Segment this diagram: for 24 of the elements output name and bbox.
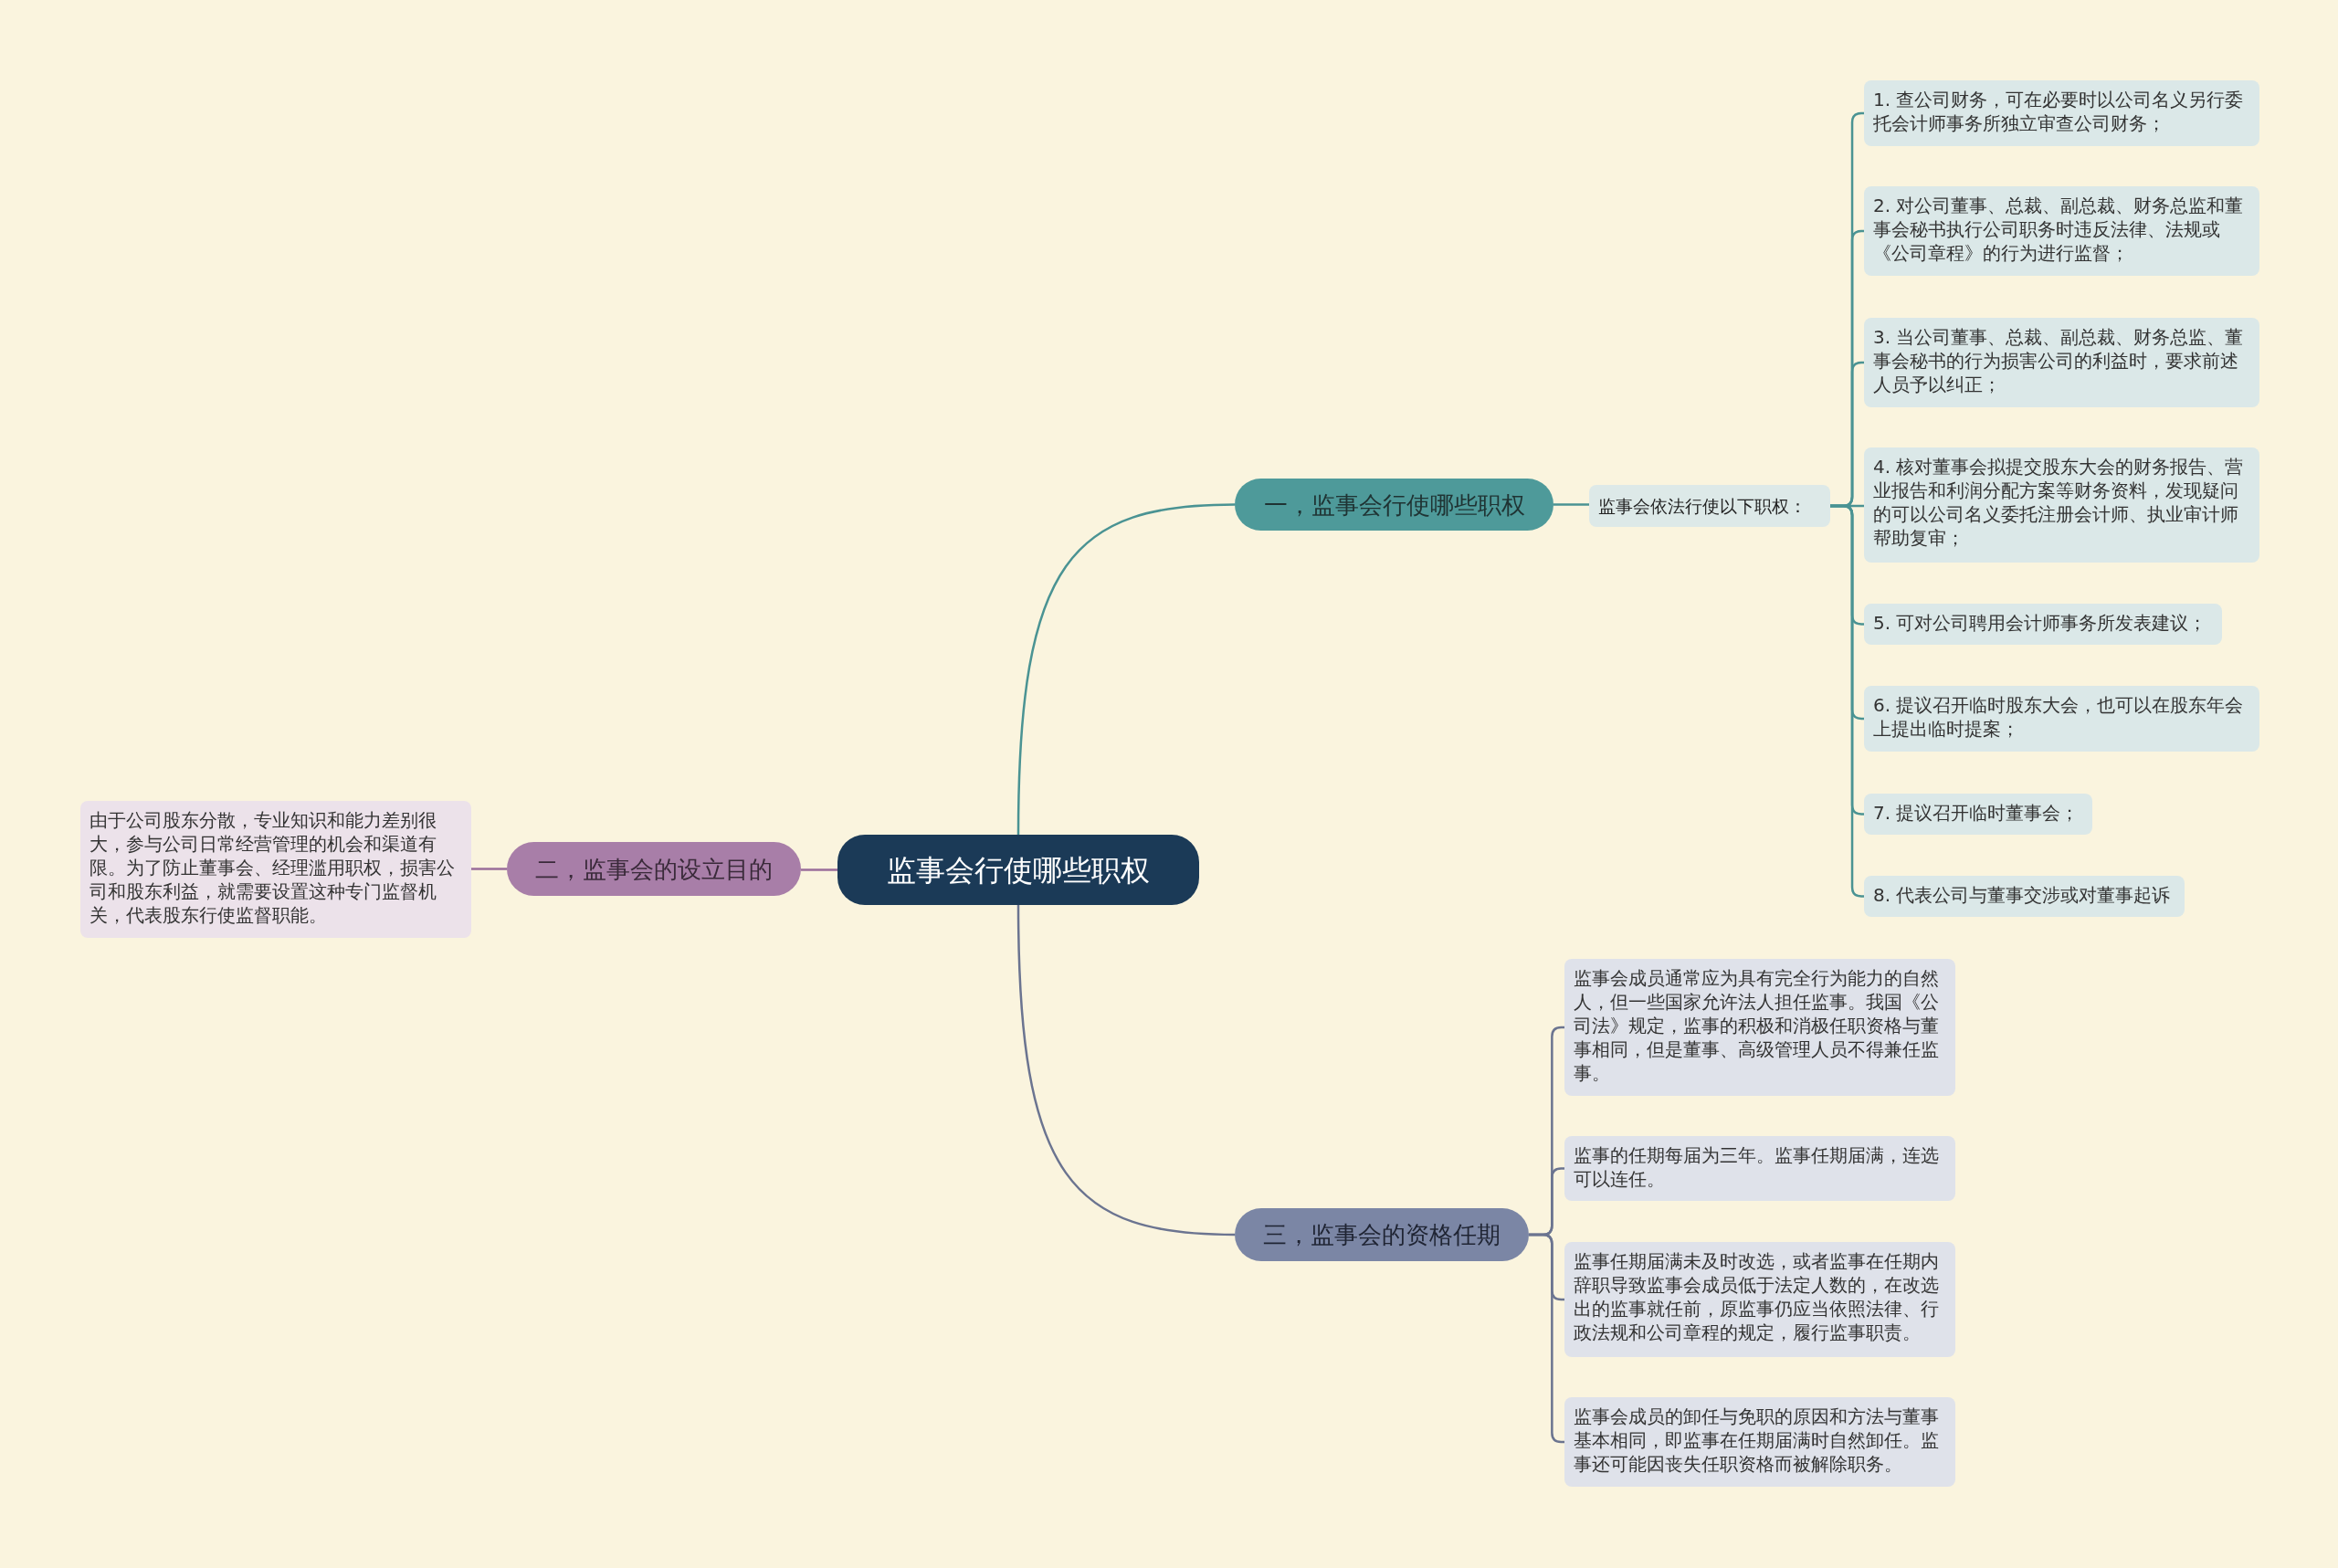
note-box: 监事任期届满未及时改选，或者监事在任期内辞职导致监事会成员低于法定人数的，在改选出的监事就任前，原监事仍应当依照法律、行政法规和公司章程的规定，履行监事职责。 [1564,1242,1955,1357]
topic-pill: 一，监事会行使哪些职权 [1235,479,1553,531]
note-box: 6. 提议召开临时股东大会，也可以在股东年会上提出临时提案； [1864,686,2259,752]
connector-line [471,868,507,870]
note-box: 3. 当公司董事、总裁、副总裁、财务总监、董事会秘书的行为损害公司的利益时，要求前述人员予以纠正； [1864,318,2259,407]
connector-line [801,868,837,871]
central-topic: 监事会行使哪些职权 [837,835,1199,905]
note-box: 监事会成员通常应为具有完全行为能力的自然人，但一些国家允许法人担任监事。我国《公司法》规定，监事的积极和消极任职资格与董事相同，但是董事、高级管理人员不得兼任监事。 [1564,959,1955,1096]
note-box: 5. 可对公司聘用会计师事务所发表建议； [1864,604,2222,645]
topic-pill: 三，监事会的资格任期 [1235,1208,1529,1261]
note-box: 监事的任期每届为三年。监事任期届满，连选可以连任。 [1564,1136,1955,1201]
note-box: 1. 查公司财务，可在必要时以公司名义另行委托会计师事务所独立审查公司财务； [1864,80,2259,146]
connector-line [1016,503,1236,836]
connector-line [1830,504,1865,898]
topic-pill: 二，监事会的设立目的 [507,842,801,896]
connector-line [1016,904,1236,1237]
note-box: 7. 提议召开临时董事会； [1864,794,2092,835]
note-box: 2. 对公司董事、总裁、副总裁、财务总监和董事会秘书执行公司职务时违反法律、法规或《公司章程》的行为进行监督； [1864,186,2259,276]
note-box: 由于公司股东分散，专业知识和能力差别很大，参与公司日常经营管理的机会和渠道有限。为了防止董事会、经理滥用职权，损害公司和股东利益，就需要设置这种专门监督机关，代表股东行使监督职能。 [80,801,471,938]
note-box: 监事会成员的卸任与免职的原因和方法与董事基本相同，即监事在任期届满时自然卸任。监事还可能因丧失任职资格而被解除职务。 [1564,1397,1955,1487]
note-box: 4. 核对董事会拟提交股东大会的财务报告、营业报告和利润分配方案等财务资料，发现疑问的可以公司名义委托注册会计师、执业审计师帮助复审； [1864,447,2259,563]
note-box: 8. 代表公司与董事交涉或对董事起诉 [1864,876,2185,917]
subtopic-box: 监事会依法行使以下职权： [1589,485,1830,527]
connector-line [1553,503,1589,506]
